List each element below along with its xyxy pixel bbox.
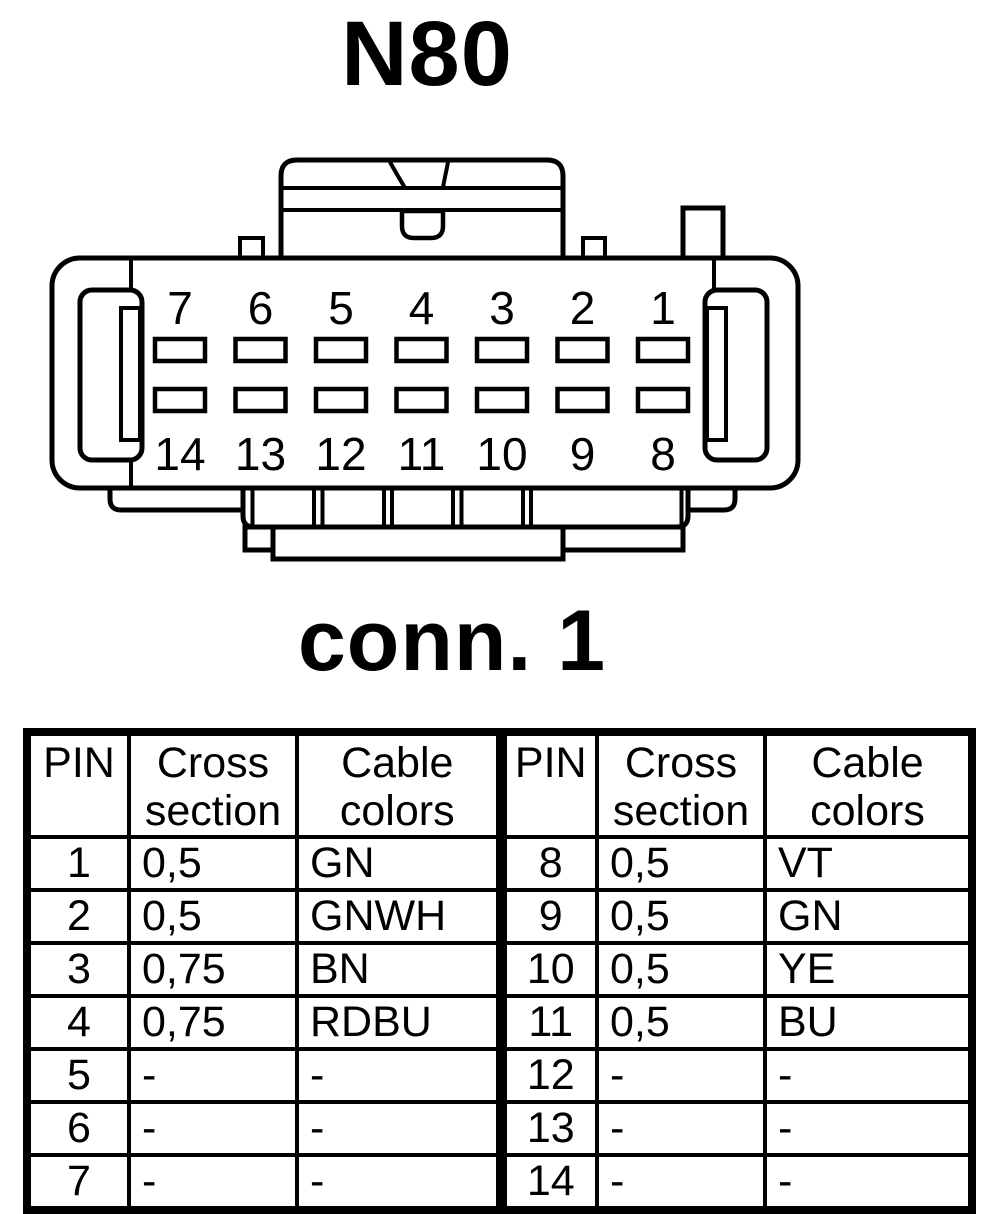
table-row: 1 0,5 GN 8 0,5 VT — [25, 835, 974, 892]
cell-pin: 6 — [25, 1100, 131, 1157]
cell-cable-color: - — [763, 1047, 974, 1104]
cell-pin: 11 — [499, 994, 599, 1051]
header-cable-right: Cable colors — [763, 730, 974, 839]
cell-cable-color: - — [295, 1100, 507, 1157]
cap-seam — [441, 161, 450, 189]
cell-pin: 7 — [25, 1153, 131, 1212]
pin-number-10: 10 — [476, 428, 527, 480]
pin-number-7: 7 — [167, 282, 193, 334]
cell-pin: 12 — [499, 1047, 599, 1104]
table-row: 7 - - 14 - - — [25, 1153, 974, 1212]
cell-cross-section: - — [595, 1100, 767, 1157]
manual-page: { "page": { "title": "N80", "connector_l… — [23, 3, 976, 1214]
page-title: N80 — [341, 3, 513, 105]
cell-cross-section: 0,5 — [127, 835, 299, 892]
pin-number-11: 11 — [398, 428, 446, 480]
table-row: 3 0,75 BN 10 0,5 YE — [25, 941, 974, 998]
pin-number-14: 14 — [154, 428, 205, 480]
cell-cross-section: 0,5 — [595, 888, 767, 945]
cell-cross-section: 0,5 — [595, 994, 767, 1051]
cap-seam — [388, 161, 407, 189]
cell-pin: 3 — [25, 941, 131, 998]
cell-cross-section: 0,5 — [127, 888, 299, 945]
pinout-table: PIN Cross section Cable colors PIN Cross… — [23, 728, 976, 1214]
table-row: 6 - - 13 - - — [25, 1100, 974, 1157]
cell-cable-color: GN — [763, 888, 974, 945]
header-cable-left: Cable colors — [295, 730, 507, 839]
pin-number-1: 1 — [650, 282, 676, 334]
latch-left — [77, 287, 145, 463]
cell-cross-section: - — [127, 1047, 299, 1104]
cell-pin: 4 — [25, 994, 131, 1051]
cell-cable-color: - — [295, 1153, 507, 1212]
cell-cross-section: 0,5 — [595, 835, 767, 892]
pin-number-13: 13 — [235, 428, 286, 480]
cell-cable-color: - — [295, 1047, 507, 1104]
alignment-bump-left — [238, 236, 265, 260]
cell-pin: 14 — [499, 1153, 599, 1212]
cell-cross-section: - — [595, 1047, 767, 1104]
cell-cable-color: - — [763, 1100, 974, 1157]
pin-number-5: 5 — [328, 282, 354, 334]
cell-cross-section: - — [127, 1100, 299, 1157]
table-row: 4 0,75 RDBU 11 0,5 BU — [25, 994, 974, 1051]
cell-cable-color: YE — [763, 941, 974, 998]
cell-pin: 13 — [499, 1100, 599, 1157]
cell-cable-color: BN — [295, 941, 507, 998]
table-header-row: PIN Cross section Cable colors PIN Cross… — [25, 730, 974, 839]
latch-right — [702, 287, 770, 463]
pin-number-2: 2 — [570, 282, 596, 334]
pin-slots-top — [152, 336, 691, 364]
cell-cable-color: GNWH — [295, 888, 507, 945]
cell-pin: 10 — [499, 941, 599, 998]
pin-number-6: 6 — [248, 282, 274, 334]
table-row: 5 - - 12 - - — [25, 1047, 974, 1104]
mounting-base — [107, 485, 738, 562]
pin-number-3: 3 — [489, 282, 515, 334]
pin-number-4: 4 — [409, 282, 435, 334]
cell-pin: 2 — [25, 888, 131, 945]
cap-key-notch — [399, 208, 446, 241]
header-cross-right: Cross section — [595, 730, 767, 839]
header-pin-left: PIN — [25, 730, 131, 839]
pin-slots-bottom — [152, 386, 691, 414]
top-tab — [680, 205, 726, 261]
cell-pin: 5 — [25, 1047, 131, 1104]
cell-cable-color: BU — [763, 994, 974, 1051]
cell-cross-section: 0,5 — [595, 941, 767, 998]
connector-label: conn. 1 — [297, 593, 607, 689]
cell-cable-color: RDBU — [295, 994, 507, 1051]
header-cross-left: Cross section — [127, 730, 299, 839]
cell-cross-section: - — [595, 1153, 767, 1212]
connector-diagram: 7 6 5 4 3 2 1 14 13 12 11 10 9 8 — [49, 157, 801, 562]
pin-number-9: 9 — [570, 428, 596, 480]
connector-cap — [278, 157, 566, 261]
pin-number-12: 12 — [315, 428, 366, 480]
cell-cable-color: VT — [763, 835, 974, 892]
cell-cross-section: 0,75 — [127, 941, 299, 998]
alignment-bump-right — [581, 236, 607, 260]
cell-cross-section: - — [127, 1153, 299, 1212]
cell-pin: 8 — [499, 835, 599, 892]
cell-cable-color: GN — [295, 835, 507, 892]
table-row: 2 0,5 GNWH 9 0,5 GN — [25, 888, 974, 945]
pin-number-8: 8 — [650, 428, 676, 480]
cell-cable-color: - — [763, 1153, 974, 1212]
cell-pin: 1 — [25, 835, 131, 892]
header-pin-right: PIN — [499, 730, 599, 839]
cell-cross-section: 0,75 — [127, 994, 299, 1051]
cell-pin: 9 — [499, 888, 599, 945]
